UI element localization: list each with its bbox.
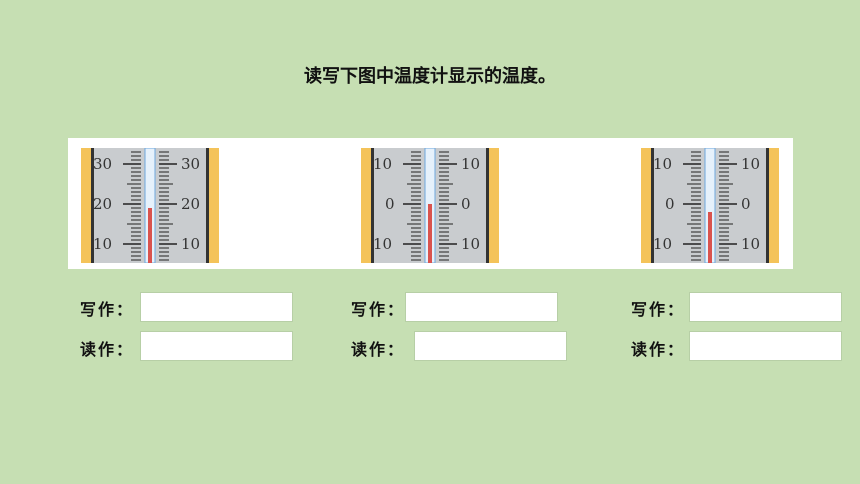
- mercury-column: [148, 208, 152, 263]
- tick-label: 10: [741, 155, 760, 173]
- thermometer-1: 30 30 20 20 10 10: [81, 148, 219, 263]
- thermometer-3-graphic: 10 10 0 0 10 10: [641, 148, 779, 263]
- tick-label: 20: [93, 195, 112, 213]
- write-label-2: 写作：: [351, 300, 406, 319]
- tick-label: 30: [181, 155, 200, 173]
- write-label-1: 写作：: [80, 300, 135, 319]
- tick-label: 10: [653, 235, 672, 253]
- instruction-title: 读写下图中温度计显示的温度。: [304, 66, 556, 87]
- tick-label: 0: [461, 195, 471, 213]
- tick-label: 10: [181, 235, 200, 253]
- tick-label: 10: [373, 155, 392, 173]
- read-answer-box-1[interactable]: [140, 331, 293, 361]
- tick-label: 10: [461, 155, 480, 173]
- tick-label: 20: [181, 195, 200, 213]
- read-label-3: 读作：: [631, 340, 686, 359]
- mercury-column: [708, 212, 712, 263]
- write-answer-box-2[interactable]: [405, 292, 558, 322]
- write-answer-box-1[interactable]: [140, 292, 293, 322]
- tick-label: 0: [385, 195, 395, 213]
- write-answer-box-3[interactable]: [689, 292, 842, 322]
- read-answer-box-2[interactable]: [414, 331, 567, 361]
- tick-label: 10: [653, 155, 672, 173]
- mercury-column: [428, 204, 432, 263]
- read-label-2: 读作：: [351, 340, 406, 359]
- tick-label: 10: [93, 235, 112, 253]
- thermometer-strip: 30 30 20 20 10 10 10 10 0 0 10 10: [68, 138, 793, 269]
- thermometer-3: 10 10 0 0 10 10: [641, 148, 779, 263]
- tick-label: 30: [93, 155, 112, 173]
- tick-label: 0: [665, 195, 675, 213]
- tick-label: 10: [741, 235, 760, 253]
- tick-label: 10: [461, 235, 480, 253]
- read-answer-box-3[interactable]: [689, 331, 842, 361]
- tick-label: 0: [741, 195, 751, 213]
- thermometer-2: 10 10 0 0 10 10: [361, 148, 499, 263]
- write-label-3: 写作：: [631, 300, 686, 319]
- read-label-1: 读作：: [80, 340, 135, 359]
- tick-label: 10: [373, 235, 392, 253]
- thermometer-1-graphic: 30 30 20 20 10 10: [81, 148, 219, 263]
- thermometer-2-graphic: 10 10 0 0 10 10: [361, 148, 499, 263]
